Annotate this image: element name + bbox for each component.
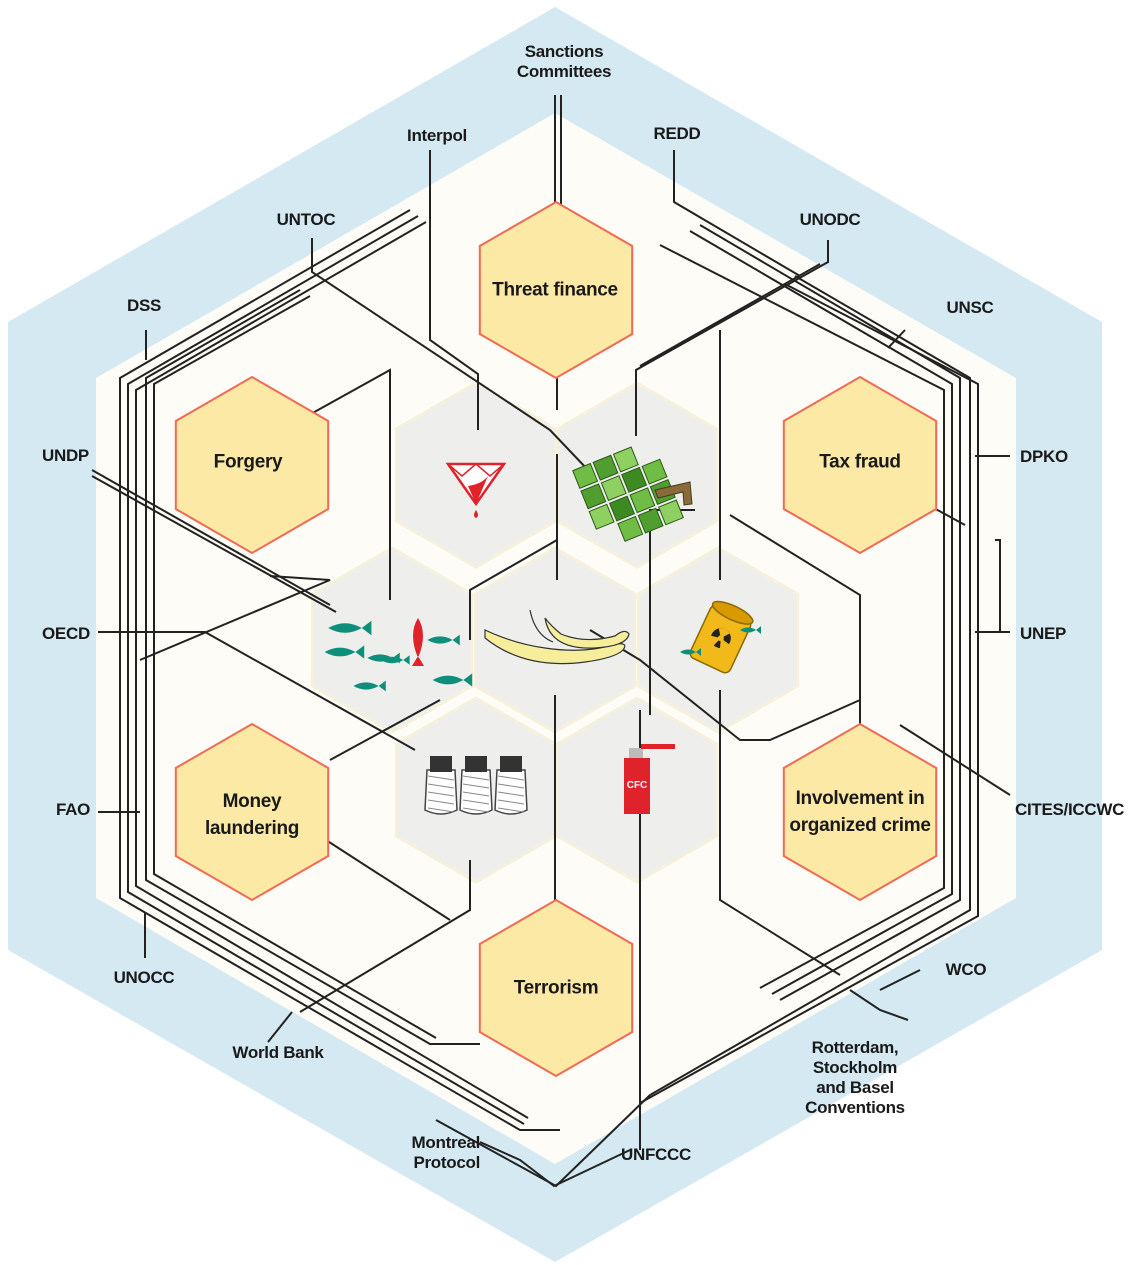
timber-icon [572,446,693,542]
dpko-label: DPKO [1020,447,1068,466]
crime-hexagon-forgery [174,375,330,555]
fish-icon [324,618,473,692]
unsc-label: UNSC [946,298,994,317]
undp-label: UNDP [42,446,89,465]
cites-iccwc-label: CITES/ICCWC [1015,800,1125,819]
connection-lines [91,95,1011,1188]
oecd-label: OECD [42,624,90,643]
crime-hexagon-terrorism [478,898,634,1078]
toxic-waste-barrel-icon [689,600,754,674]
blood-diamond-icon [445,462,507,518]
crime-hexagon-money [174,722,330,902]
world-bank-label: World Bank [232,1043,324,1062]
unodc-label: UNODC [799,210,861,229]
fao-label: FAO [56,800,91,819]
small-fish-icon [680,626,761,656]
ivory-tusks-icon [484,609,630,665]
untoc-label: UNTOC [276,210,336,229]
tax-fraud-label: Tax fraud [819,451,901,473]
interpol-label: Interpol [407,126,467,145]
crime-type-hexagons [174,200,938,1078]
rotterdam-stockholm-basel-label: Rotterdam, Stockholm and Basel Conventio… [805,1038,905,1117]
threat-finance-label: Threat finance [492,279,618,301]
crime-hexagon-organized [782,722,938,902]
terrorism-label: Terrorism [513,977,599,999]
crime-hexagon-threat [478,200,634,380]
unep-label: UNEP [1020,624,1067,643]
crime-hexagon-tax [782,375,938,555]
dss-label: DSS [126,296,162,315]
wco-label: WCO [945,960,987,979]
redd-label: REDD [653,124,701,143]
unfccc-label: UNFCCC [621,1145,691,1164]
cfc-canister-icon: CFC [624,744,675,814]
forgery-label: Forgery [213,451,283,473]
svg-text:CFC: CFC [627,780,648,791]
unocc-label: UNOCC [113,968,175,987]
charcoal-sacks-icon [424,756,528,815]
